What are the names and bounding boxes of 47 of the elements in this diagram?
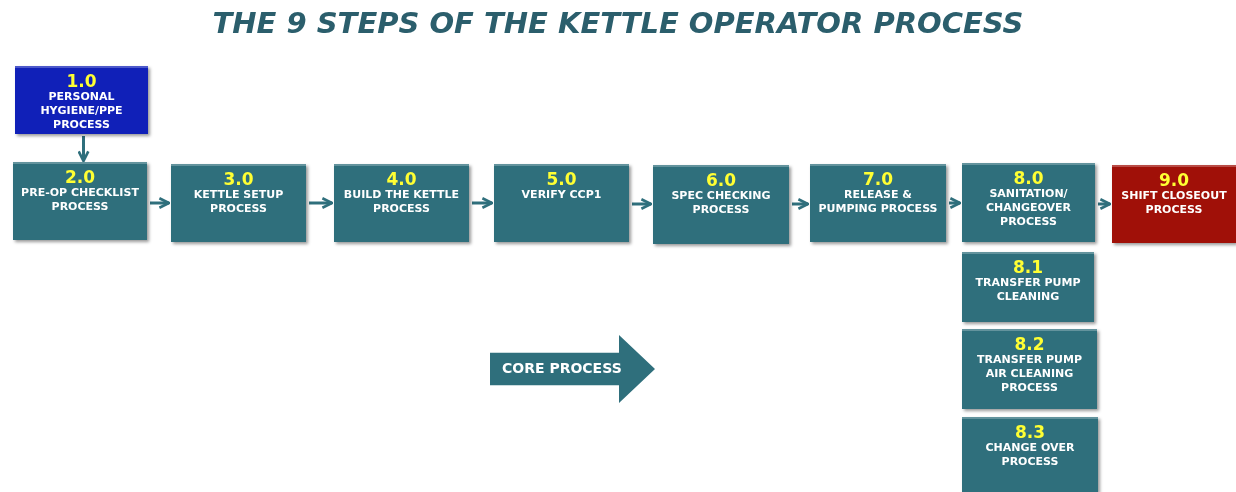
- step-label: SANITATION/ CHANGEOVER PROCESS: [984, 187, 1073, 229]
- process-box: [171, 164, 306, 242]
- step-label: VERIFY CCP1: [520, 188, 603, 202]
- step-number: 5.0: [546, 170, 577, 188]
- process-box: [494, 164, 629, 242]
- step-number: 7.0: [862, 170, 894, 188]
- process-box: [1112, 165, 1236, 243]
- arrow: [77, 136, 90, 163]
- process-box: [962, 252, 1094, 322]
- step-number: 8.2: [1014, 335, 1045, 353]
- step-number: 8.3: [1014, 423, 1046, 441]
- step-label: KETTLE SETUP PROCESS: [192, 188, 285, 216]
- step-number: 6.0: [705, 171, 737, 189]
- process-box: [15, 66, 148, 134]
- step-label: BUILD THE KETTLE PROCESS: [342, 188, 461, 216]
- process-box: [334, 164, 469, 242]
- arrow: [150, 196, 171, 210]
- step-label: PERSONAL HYGIENE/PPE PROCESS: [39, 90, 124, 132]
- step-number: 9.0: [1158, 171, 1190, 189]
- arrow: [1098, 197, 1112, 211]
- step-number: 8.1: [1012, 258, 1044, 276]
- process-box: [962, 163, 1095, 242]
- step-label: SPEC CHECKING PROCESS: [670, 189, 772, 217]
- step-number: 2.0: [64, 168, 96, 186]
- arrow-label: CORE PROCESS: [502, 360, 622, 376]
- step-label: TRANSFER PUMP AIR CLEANING PROCESS: [976, 353, 1083, 395]
- process-box: [962, 417, 1098, 492]
- step-number: 3.0: [223, 170, 254, 188]
- process-box: [653, 165, 789, 244]
- step-label: PRE-OP CHECKLIST PROCESS: [20, 186, 140, 214]
- step-label: TRANSFER PUMP CLEANING: [974, 276, 1082, 304]
- step-label: RELEASE & PUMPING PROCESS: [817, 188, 939, 216]
- step-number: 8.0: [1013, 169, 1044, 187]
- arrow: [472, 196, 494, 210]
- step-number: 1.0: [66, 72, 97, 90]
- diagram-title: THE 9 STEPS OF THE KETTLE OPERATOR PROCESS: [211, 6, 1025, 40]
- block-arrow: [490, 335, 655, 403]
- process-box: [962, 329, 1097, 409]
- step-number: 4.0: [386, 170, 417, 188]
- process-box: [13, 162, 147, 240]
- arrow: [632, 197, 653, 211]
- arrow: [309, 196, 334, 210]
- step-label: CHANGE OVER PROCESS: [984, 441, 1076, 469]
- arrow: [792, 197, 810, 211]
- process-box: [810, 164, 946, 242]
- step-label: SHIFT CLOSEOUT PROCESS: [1120, 189, 1228, 217]
- arrow: [949, 196, 962, 210]
